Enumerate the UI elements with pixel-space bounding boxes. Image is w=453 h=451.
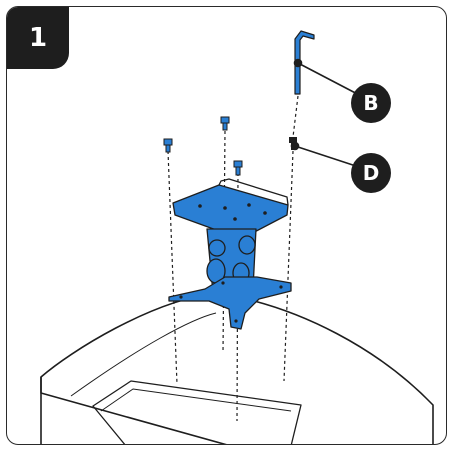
step-number: 1 (28, 23, 48, 53)
monitor-base (40, 292, 434, 444)
alignment-guides (167, 95, 299, 422)
screw-3 (233, 160, 243, 176)
bracket-holes (179, 203, 283, 323)
callout-b-letter: B (363, 91, 379, 115)
screw-2 (220, 116, 230, 131)
callout-b: B (351, 83, 391, 123)
mounting-bracket (168, 178, 292, 330)
illustration-frame: 1 B D (6, 6, 447, 445)
step-number-badge: 1 (7, 7, 69, 69)
callout-d: D (351, 153, 391, 193)
assembly-diagram (40, 30, 434, 444)
hex-key (294, 30, 315, 95)
callout-d-letter: D (362, 161, 380, 185)
screw-1 (163, 138, 173, 153)
